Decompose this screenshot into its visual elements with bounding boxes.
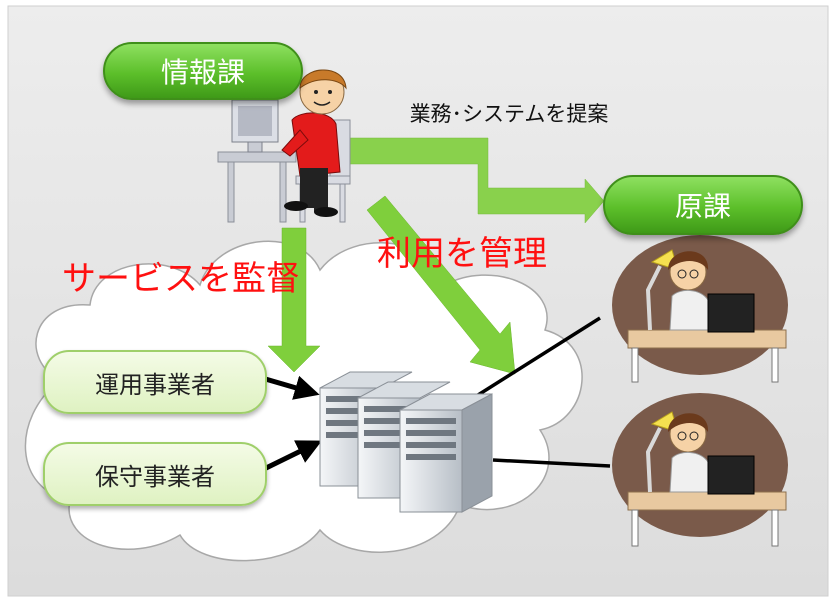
operator-label: 運用事業者 [43,350,267,414]
maintainer-arrow [260,440,322,473]
oversee-service-label: サービスを監督 [62,258,300,299]
woman-at-desk-icon [612,235,788,383]
connection-line-1 [477,316,601,397]
oversee-arrow [267,227,321,373]
person-at-computer-icon [217,69,351,223]
woman-at-desk-icon [612,393,788,547]
maintainer-label: 保守事業者 [43,442,267,506]
server-rack-icon [319,371,493,513]
info-dept-label: 情報課 [103,42,303,100]
origin-dept-label: 原課 [603,175,803,235]
connection-line-2 [492,458,611,468]
proposal-arrow [344,137,605,224]
operator-arrow [261,375,320,400]
manage-usage-label: 利用を管理 [377,233,547,274]
manage-arrow [366,195,516,375]
proposal-label: 業務･システムを提案 [409,102,609,126]
